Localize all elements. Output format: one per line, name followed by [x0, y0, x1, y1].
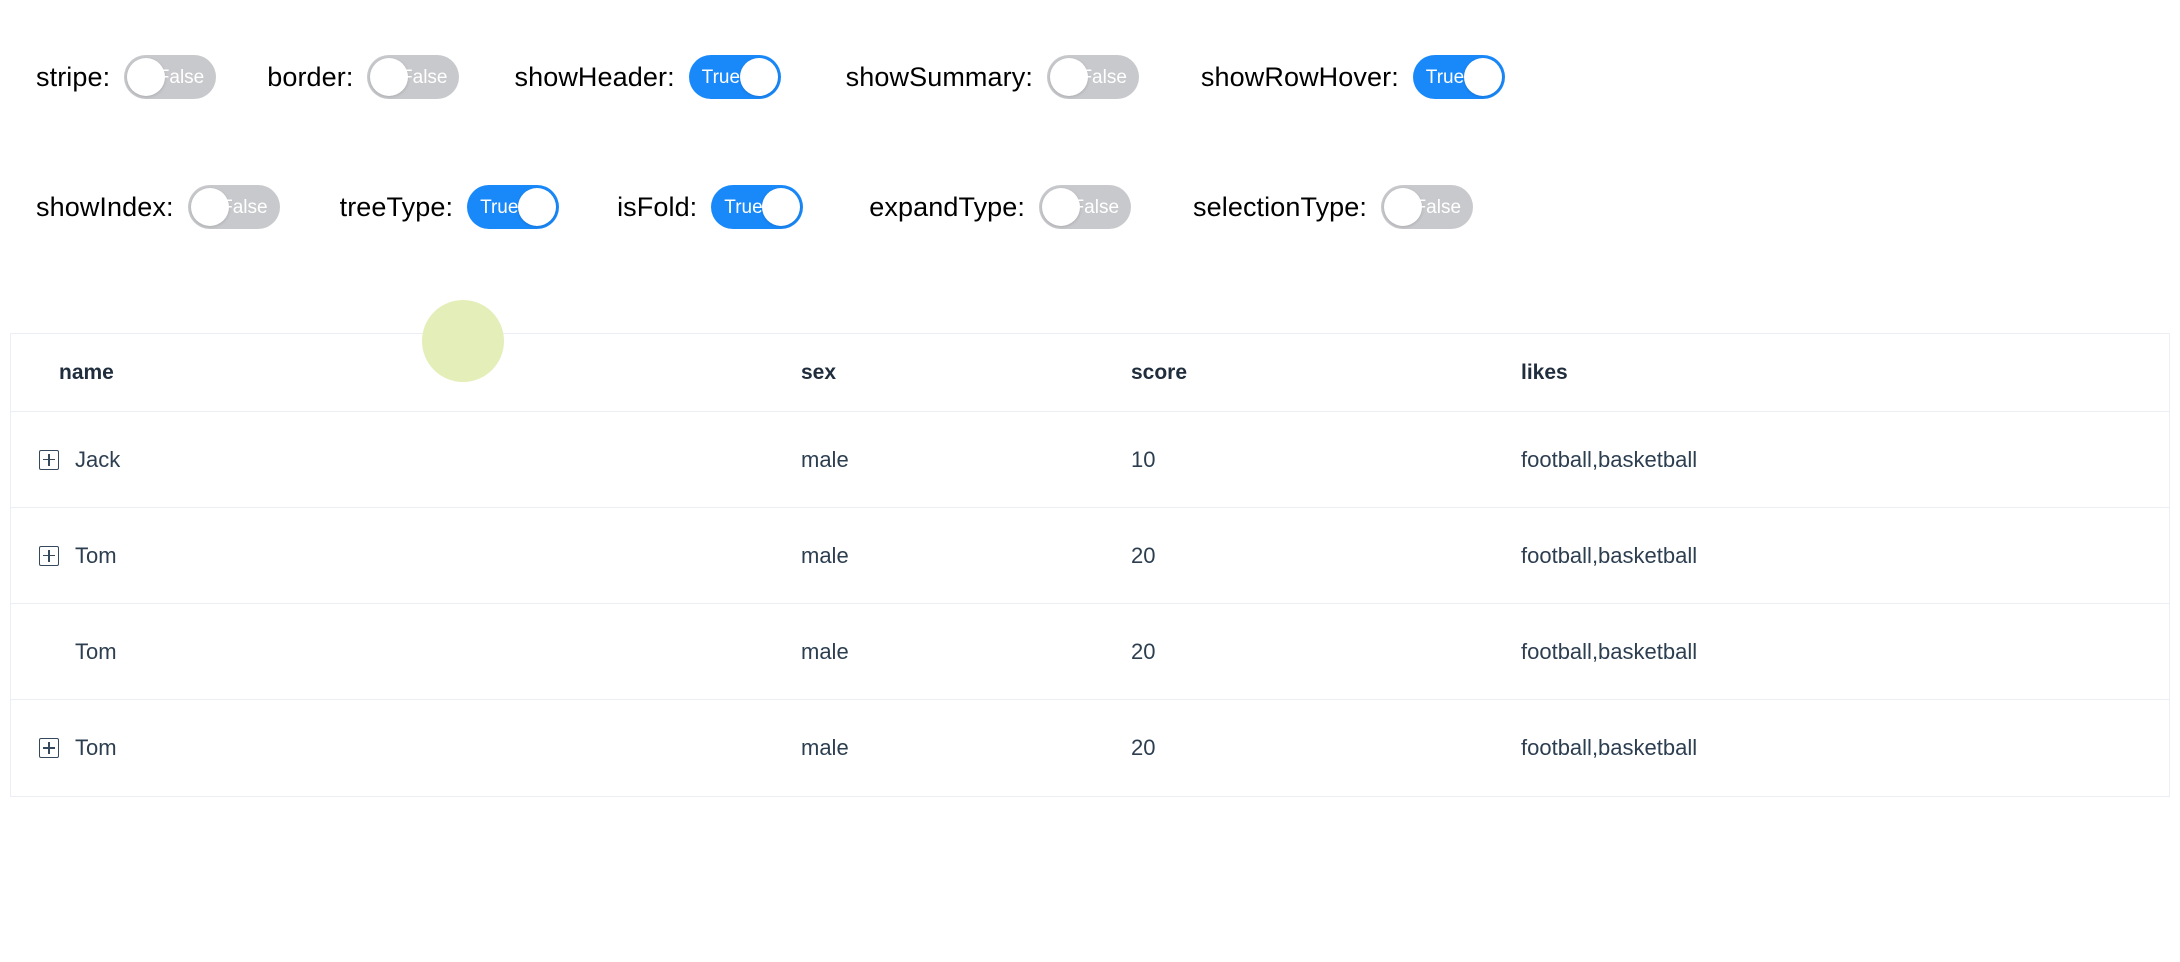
controls-row-2: showIndex: False treeType: True isFold: …: [0, 178, 2180, 236]
toggle-value-is-fold: True: [724, 196, 763, 218]
table-row[interactable]: Tom male 20 football,basketball: [11, 700, 2169, 796]
toggle-expand-type[interactable]: False: [1039, 185, 1132, 229]
expand-plus-icon[interactable]: [39, 449, 59, 470]
toggle-show-header[interactable]: True: [688, 55, 781, 99]
toggle-show-index[interactable]: False: [187, 185, 280, 229]
control-stripe: stripe: False: [36, 55, 217, 99]
toggle-border[interactable]: False: [367, 55, 460, 99]
column-header-likes[interactable]: likes: [1521, 360, 1568, 384]
cell-name: Tom: [11, 543, 801, 569]
toggle-value-expand-type: False: [1072, 196, 1120, 218]
control-is-fold: isFold: True: [617, 185, 804, 229]
cell-name: Tom: [11, 735, 801, 761]
toggle-value-show-header: True: [701, 66, 741, 88]
cell-likes: football,basketball: [1521, 735, 1698, 760]
toggle-value-show-row-hover: True: [1425, 66, 1465, 88]
toggle-value-show-index: False: [221, 196, 268, 218]
control-show-header: showHeader: True: [514, 55, 781, 99]
toggle-value-border: False: [401, 66, 448, 88]
controls-panel: stripe: False border: False showHeader: …: [0, 0, 2180, 236]
toggle-value-tree-type: True: [480, 196, 519, 218]
column-header-score[interactable]: score: [1131, 360, 1188, 384]
toggle-selection-type[interactable]: False: [1381, 185, 1474, 229]
control-label-show-header: showHeader:: [514, 61, 675, 92]
control-show-index: showIndex: False: [36, 185, 280, 229]
cell-sex: male: [801, 542, 849, 568]
control-label-show-row-hover: showRowHover:: [1200, 61, 1399, 92]
cell-name: Jack: [11, 447, 801, 473]
toggle-show-summary[interactable]: False: [1046, 55, 1139, 99]
table-row[interactable]: Tom male 20 football,basketball: [11, 604, 2169, 700]
toggle-value-selection-type: False: [1414, 196, 1462, 218]
control-show-summary: showSummary: False: [846, 55, 1139, 99]
toggle-value-stripe: False: [157, 66, 205, 88]
controls-row-1: stripe: False border: False showHeader: …: [0, 48, 2180, 106]
toggle-knob: [1042, 188, 1081, 226]
expand-plus-icon[interactable]: [39, 738, 59, 758]
column-header-sex[interactable]: sex: [801, 360, 837, 384]
cell-name: Tom: [11, 639, 801, 665]
toggle-is-fold[interactable]: True: [711, 185, 804, 229]
toggle-value-show-summary: False: [1080, 66, 1127, 88]
data-table: name sex score likes Jack male 10 footba…: [10, 333, 2170, 797]
control-label-selection-type: selectionType:: [1193, 191, 1368, 222]
cell-name-text: Tom: [75, 542, 117, 568]
cell-name-text: Tom: [75, 735, 117, 760]
table-row[interactable]: Tom male 20 football,basketball: [11, 508, 2169, 604]
control-label-border: border:: [267, 61, 354, 92]
toggle-show-row-hover[interactable]: True: [1412, 55, 1505, 99]
toggle-knob: [1463, 58, 1502, 96]
cell-name-text: Tom: [75, 638, 117, 664]
control-label-is-fold: isFold:: [617, 191, 698, 222]
cell-likes: football,basketball: [1521, 446, 1698, 472]
cell-score: 20: [1131, 735, 1156, 760]
cell-likes: football,basketball: [1521, 638, 1698, 664]
control-expand-type: expandType: False: [869, 185, 1132, 229]
cell-sex: male: [801, 735, 849, 760]
toggle-knob: [518, 188, 557, 226]
toggle-knob: [1384, 188, 1423, 226]
toggle-knob: [1049, 58, 1088, 96]
control-selection-type: selectionType: False: [1193, 185, 1474, 229]
toggle-knob: [127, 58, 166, 96]
toggle-tree-type[interactable]: True: [467, 185, 560, 229]
toggle-knob: [762, 188, 801, 226]
table-header-row: name sex score likes: [11, 334, 2169, 412]
toggle-knob: [739, 58, 778, 96]
control-show-row-hover: showRowHover: True: [1201, 55, 1505, 99]
control-label-show-summary: showSummary:: [845, 61, 1033, 92]
toggle-knob: [370, 58, 409, 96]
cell-likes: football,basketball: [1521, 542, 1698, 568]
control-border: border: False: [267, 55, 460, 99]
cell-name-text: Jack: [75, 446, 121, 472]
control-label-stripe: stripe:: [36, 61, 111, 92]
control-label-tree-type: treeType:: [339, 191, 454, 222]
table-row[interactable]: Jack male 10 football,basketball: [11, 412, 2169, 508]
toggle-knob: [190, 188, 229, 226]
cell-score: 20: [1131, 542, 1156, 568]
toggle-stripe[interactable]: False: [124, 55, 217, 99]
control-tree-type: treeType: True: [339, 185, 560, 229]
column-header-name[interactable]: name: [59, 360, 114, 384]
control-label-expand-type: expandType:: [869, 191, 1026, 222]
cell-sex: male: [801, 638, 849, 664]
cell-score: 20: [1131, 638, 1156, 664]
cell-score: 10: [1131, 446, 1156, 472]
expand-plus-icon[interactable]: [39, 545, 59, 566]
control-label-show-index: showIndex:: [36, 191, 174, 222]
cell-sex: male: [801, 446, 849, 472]
